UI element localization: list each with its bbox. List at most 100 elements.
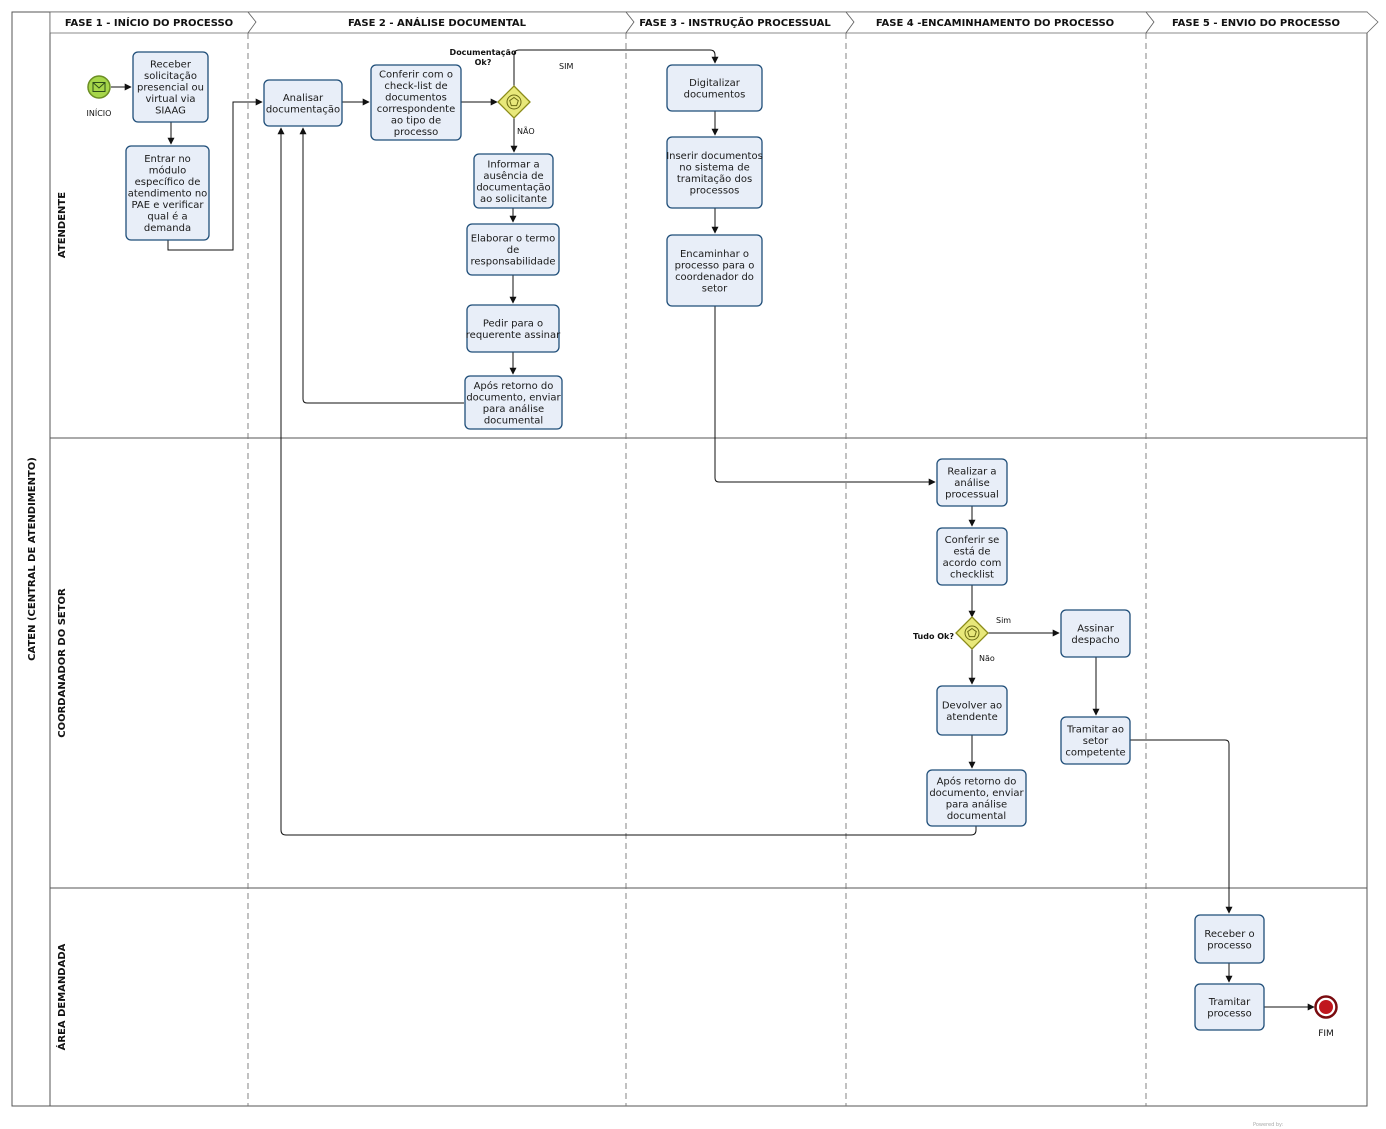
task-box (1060, 716, 1131, 765)
gateway-1-yes-label: SIM (559, 62, 573, 71)
task-label-line: SIAAG (155, 106, 186, 117)
task-box (666, 64, 763, 112)
task-label-line: processo (394, 127, 439, 138)
gateway-g2[interactable]: Tudo Ok? (913, 616, 989, 650)
task-label-line: processo para o (675, 260, 755, 271)
end-event[interactable] (1314, 995, 1338, 1019)
task-label-line: específico de (135, 176, 201, 188)
phase-1-title: FASE 1 - INÍCIO DO PROCESSO (65, 16, 233, 29)
task-box (926, 769, 1027, 827)
task-label-line: documentação (476, 182, 550, 193)
task-box (1060, 609, 1131, 658)
start-event[interactable] (87, 75, 111, 99)
task-label-line: processos (690, 185, 740, 196)
lane-title-area: ÁREA DEMANDADA (55, 943, 68, 1050)
task-label-line: Devolver ao (942, 700, 1002, 711)
task-label-line: requerente assinar (466, 330, 561, 341)
task-label-line: Após retorno do (937, 775, 1017, 787)
task-box (132, 51, 209, 123)
task-label-line: documental (947, 811, 1006, 822)
task-box (464, 375, 563, 430)
phase-2-title: FASE 2 - ANÁLISE DOCUMENTAL (348, 16, 527, 29)
task-box (125, 145, 210, 241)
task-label-line: Informar a (487, 159, 539, 170)
gateway-label-line: Tudo Ok? (913, 632, 954, 641)
task-label-line: check-list de (384, 81, 447, 92)
lane-title-atendente: ATENDENTE (57, 192, 68, 258)
task-label-line: documentos (385, 92, 447, 103)
task-label-line: no sistema de (679, 162, 749, 173)
phase-5-title: FASE 5 - ENVIO DO PROCESSO (1172, 18, 1340, 29)
task-label-line: presencial ou (137, 83, 204, 94)
task-label-line: Realizar a (947, 467, 996, 478)
flow-t2-t3 (167, 98, 263, 251)
task-label-line: tramitação dos (677, 174, 752, 185)
task-label-line: documental (484, 415, 543, 426)
task-label-line: processual (945, 490, 999, 501)
task-label-line: coordenador do (675, 272, 754, 283)
task-label-line: Elaborar o termo (471, 234, 555, 245)
task-label-line: responsabilidade (470, 257, 555, 268)
gateway-label-line: Documentação (450, 48, 517, 57)
task-label-line: atendimento no (128, 189, 208, 200)
task-label-line: Inserir documentos (666, 151, 763, 162)
envelope-icon (92, 82, 106, 92)
task-label-line: competente (1065, 748, 1125, 759)
task-label-line: qual é a (147, 211, 187, 223)
task-label-line: atendente (946, 712, 997, 723)
task-box (1194, 914, 1265, 964)
task-label-line: documentos (684, 89, 746, 100)
task-label-line: Entrar no (144, 154, 191, 165)
task-label-line: está de (953, 545, 990, 557)
task-box (936, 527, 1008, 586)
gateway-2-no-label: Não (979, 654, 995, 663)
task-box (263, 79, 343, 127)
gateway-1-no-label: NÃO (517, 126, 535, 136)
phase-separators (247, 33, 1147, 1106)
pool-title: CATEN (CENTRAL DE ATENDIMENTO) (27, 457, 38, 661)
sequence-flows (111, 49, 1315, 1011)
task-label-line: Encaminhar o (680, 249, 749, 260)
start-event-label: INÍCIO (87, 107, 112, 118)
task-label-line: solicitação (144, 71, 197, 82)
complex-gateway-icon (506, 94, 522, 110)
task-label-line: despacho (1071, 635, 1119, 646)
phase-header-band (49, 11, 1379, 34)
flow-g1-t9 (513, 49, 719, 88)
task-box (473, 153, 554, 209)
task-box (370, 64, 462, 141)
task-label-line: demanda (144, 223, 191, 234)
task-label-line: Pedir para o (483, 318, 543, 329)
task-label-line: ausência de (483, 170, 543, 182)
phase-3-title: FASE 3 - INSTRUÇÃO PROCESSUAL (639, 16, 831, 29)
flow-t16-t18 (1130, 739, 1233, 914)
task-label-line: acordo com (943, 558, 1002, 569)
complex-gateway-icon (964, 625, 980, 641)
task-label-line: para análise (946, 798, 1007, 810)
task-box (936, 685, 1008, 736)
task-label-line: análise (954, 477, 990, 489)
flow-t8-t3 (299, 127, 464, 404)
